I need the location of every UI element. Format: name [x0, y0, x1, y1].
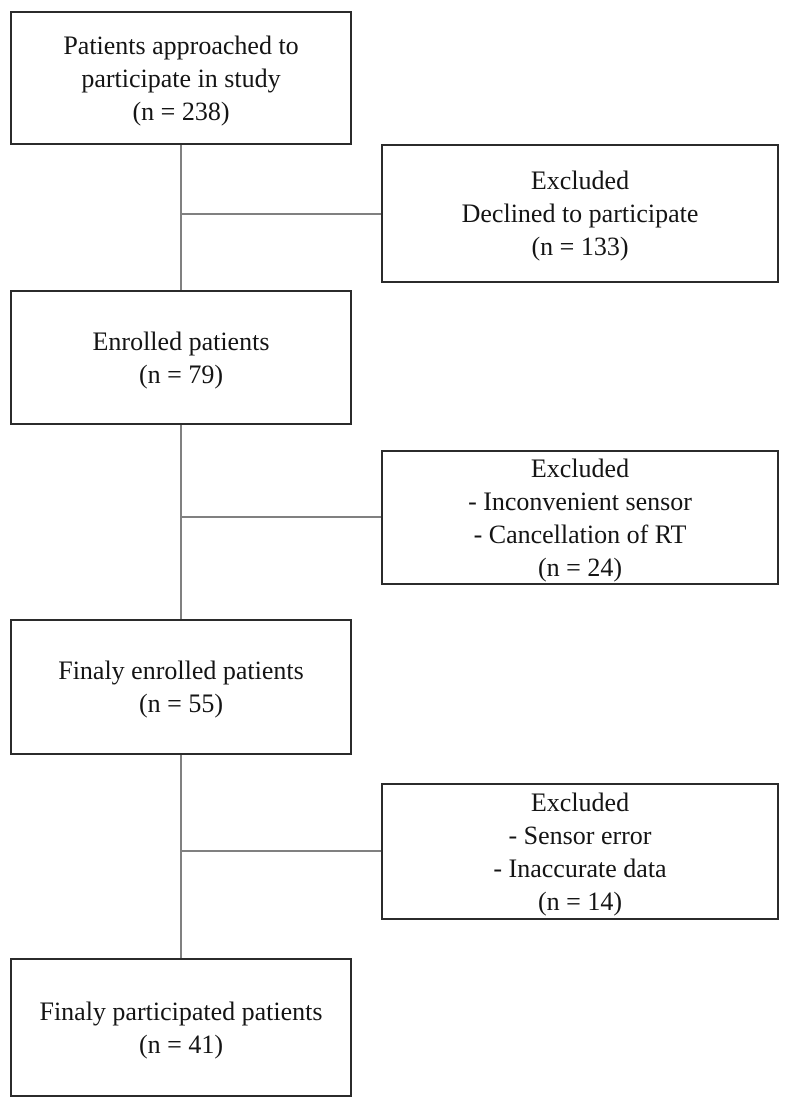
connector-branch-excluded-3	[181, 850, 381, 852]
connector-vertical-approached-to-enrolled	[180, 145, 182, 290]
flow-box-count: (n = 55)	[139, 689, 223, 718]
flow-box-text-line: Finaly enrolled patients	[58, 656, 304, 685]
connector-branch-excluded-2	[181, 516, 381, 518]
connector-vertical-final-enrolled-to-participated	[180, 755, 182, 958]
flow-box-enrolled-patients: Enrolled patients (n = 79)	[10, 290, 352, 425]
flow-box-text-line: Patients approached to	[63, 30, 299, 60]
flow-box-patients-approached: Patients approached to participate in st…	[10, 11, 352, 145]
flow-box-count: (n = 41)	[139, 1029, 223, 1059]
flow-box-excluded-error-inaccurate: Excluded - Sensor error - Inaccurate dat…	[381, 783, 779, 920]
flow-box-text-line: participate in study	[81, 63, 281, 93]
flow-box-count: (n = 24)	[538, 552, 622, 582]
flow-box-finaly-enrolled-patients: Finaly enrolled patients (n = 55)	[10, 619, 352, 755]
flow-box-heading: Excluded	[530, 787, 630, 817]
flow-box-heading: Excluded	[530, 166, 630, 195]
flow-box-text-line: - Cancellation of RT	[473, 519, 687, 549]
flow-box-heading: Excluded	[530, 453, 630, 483]
flow-box-excluded-declined: Excluded Declined to participate (n = 13…	[381, 144, 779, 283]
connector-vertical-enrolled-to-final-enrolled	[180, 425, 182, 619]
flow-box-finaly-participated-patients: Finaly participated patients (n = 41)	[10, 958, 352, 1097]
flow-box-count: (n = 79)	[139, 359, 223, 389]
flow-box-count: (n = 238)	[132, 96, 230, 126]
flow-box-text-line: Declined to participate	[461, 199, 699, 228]
flow-box-count: (n = 14)	[538, 886, 622, 916]
flow-box-count: (n = 133)	[531, 232, 629, 261]
connector-branch-excluded-1	[181, 213, 381, 215]
flow-box-text-line: Enrolled patients	[92, 326, 270, 356]
flow-box-text-line: Finaly participated patients	[39, 996, 323, 1026]
flow-box-text-line: - Inaccurate data	[493, 853, 667, 883]
flow-box-text-line: - Inconvenient sensor	[468, 486, 692, 516]
flow-box-text-line: - Sensor error	[508, 820, 652, 850]
flow-box-excluded-sensor-cancellation: Excluded - Inconvenient sensor - Cancell…	[381, 450, 779, 585]
